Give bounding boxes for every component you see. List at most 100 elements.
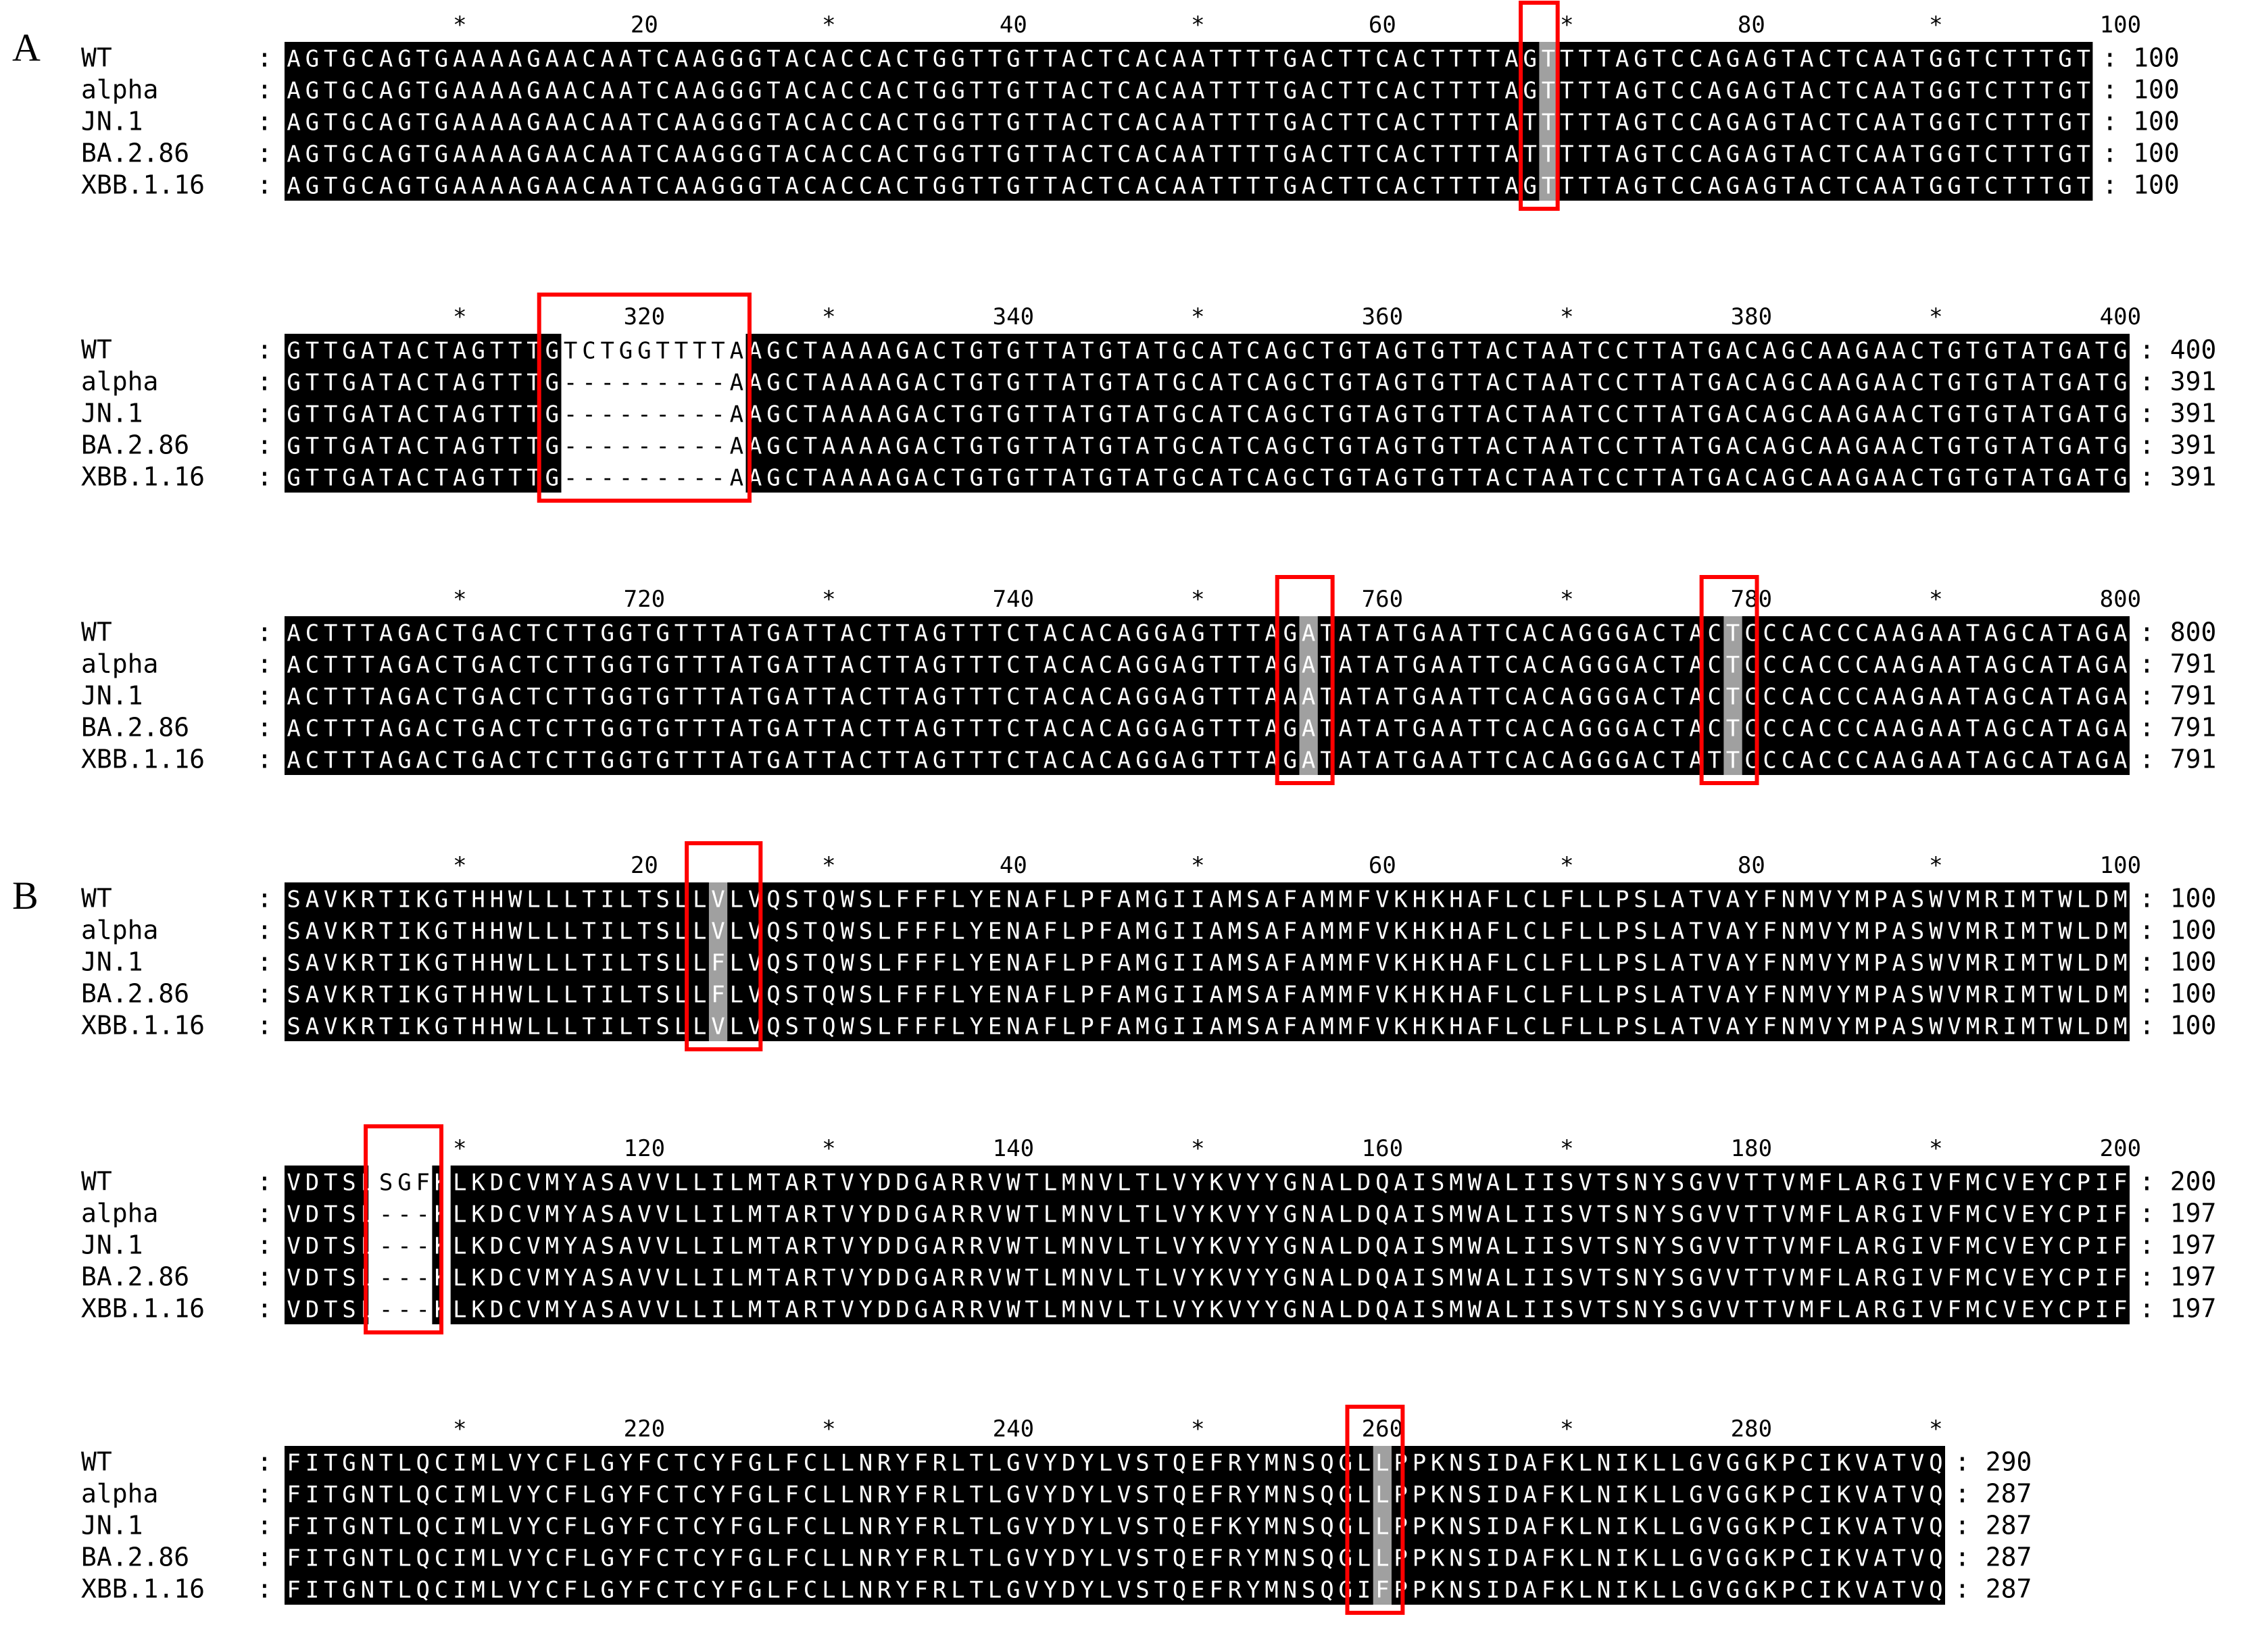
sequence-residue: H	[1449, 1013, 1463, 1041]
sequence-residue: A	[914, 652, 928, 679]
sequence-residue: T	[1044, 401, 1057, 428]
sequence-residue: I	[397, 1013, 411, 1041]
sequence-residue: A	[1615, 173, 1629, 200]
sequence-residue: L	[1578, 1577, 1592, 1604]
sequence-residue: A	[1302, 747, 1315, 774]
sequence-residue: L	[822, 1513, 835, 1541]
sequence-residue: A	[490, 173, 504, 200]
sequence-residue: N	[1006, 918, 1020, 945]
sequence-residue: T	[804, 401, 817, 428]
sequence-residue: N	[1597, 1513, 1611, 1541]
sequence-residue: C	[305, 684, 319, 711]
sequence-residue: A	[822, 370, 835, 397]
species-label: XBB.1.16	[81, 1011, 205, 1041]
sequence-residue: A	[397, 338, 411, 365]
sequence-residue: T	[1634, 465, 1647, 492]
sequence-residue: A	[877, 173, 891, 200]
sequence-residue: L	[840, 1450, 854, 1477]
sequence-residue: A	[1135, 465, 1149, 492]
sequence-residue: A	[1873, 652, 1887, 679]
sequence-residue: S	[785, 982, 799, 1009]
sequence-residue: L	[730, 1265, 743, 1292]
sequence-residue: D	[1062, 1450, 1075, 1477]
sequence-residue: A	[1523, 620, 1537, 647]
sequence-residue: C	[508, 1170, 522, 1197]
sequence-residue: T	[379, 918, 393, 945]
sequence-residue: C	[1006, 684, 1020, 711]
sequence-residue: G	[1283, 173, 1297, 200]
sequence-residue: L	[1339, 1297, 1352, 1324]
sequence-residue: S	[1560, 1201, 1573, 1228]
species-label: JN.1	[81, 399, 143, 428]
sequence-residue: A	[748, 370, 762, 397]
sequence-residue: Q	[416, 1513, 430, 1541]
sequence-residue: T	[1357, 684, 1371, 711]
sequence-residue: A	[545, 109, 559, 136]
sequence-residue: G	[1006, 78, 1020, 105]
sequence-residue: A	[1818, 370, 1832, 397]
sequence-residue: G	[933, 747, 946, 774]
sequence-residue: K	[1634, 1577, 1648, 1604]
sequence-residue: T	[1837, 141, 1850, 168]
ruler-tick-label: 740	[993, 586, 1034, 613]
sequence-residue: G	[1726, 78, 1740, 105]
sequence-residue: A	[379, 173, 393, 200]
sequence-residue: A	[1468, 950, 1481, 977]
sequence-residue: A	[1837, 338, 1850, 365]
sequence-residue: A	[1449, 747, 1463, 774]
sequence-residue: S	[601, 1170, 614, 1197]
sequence-residue: N	[361, 1577, 374, 1604]
sequence-residue: G	[601, 1545, 614, 1572]
sequence-residue: T	[1449, 370, 1463, 397]
sequence-residue: S	[1431, 1170, 1444, 1197]
sequence-residue: G	[951, 78, 964, 105]
sequence-residue: R	[970, 1170, 984, 1197]
sequence-residue: T	[1782, 78, 1795, 105]
sequence-residue: S	[785, 950, 799, 977]
sequence-residue: C	[508, 1297, 522, 1324]
sequence-residue: M	[1228, 886, 1242, 913]
sequence-residue: W	[1006, 1297, 1021, 1324]
sequence-residue: V	[637, 1297, 651, 1324]
sequence-residue: C	[1504, 465, 1518, 492]
sequence-residue: Y	[1191, 1170, 1204, 1197]
sequence-residue: W	[1468, 1170, 1482, 1197]
sequence-residue: T	[1652, 109, 1666, 136]
sequence-residue: K	[1431, 982, 1445, 1009]
sequence-residue: V	[1375, 918, 1389, 945]
sequence-residue: G	[2003, 716, 2016, 743]
sequence-residue: M	[748, 1201, 762, 1228]
sequence-residue: S	[1302, 1545, 1315, 1572]
sequence-residue: A	[545, 141, 559, 168]
sequence-residue: T	[1782, 141, 1795, 168]
sequence-residue: C	[1818, 141, 1832, 168]
sequence-residue: T	[1025, 1297, 1038, 1324]
sequence-residue: L	[1044, 1170, 1057, 1197]
sequence-residue: T	[601, 338, 614, 365]
sequence-residue: N	[1006, 950, 1020, 977]
sequence-residue: T	[582, 747, 595, 774]
sequence-residue: A	[1726, 433, 1740, 460]
sequence-residue: T	[988, 747, 1002, 774]
sequence-residue: A	[1080, 620, 1094, 647]
sequence-residue: A	[730, 620, 743, 647]
sequence-residue: T	[2003, 78, 2016, 105]
sequence-residue: T	[822, 620, 835, 647]
sequence-residue: V	[1173, 1170, 1186, 1197]
sequence-residue: C	[1117, 173, 1131, 200]
sequence-residue: T	[1413, 370, 1426, 397]
species-label: alpha	[81, 367, 158, 397]
sequence-residue: L	[1652, 1513, 1666, 1541]
sequence-residue: I	[601, 950, 614, 977]
sequence-residue: Y	[1080, 1450, 1094, 1477]
sequence-residue: F	[1044, 918, 1057, 945]
sequence-residue: L	[1837, 1233, 1850, 1260]
sequence-residue: G	[970, 433, 983, 460]
sequence-residue: G	[896, 465, 909, 492]
sequence-residue: T	[1044, 78, 1057, 105]
sequence-residue: F	[730, 1513, 743, 1541]
sequence-residue: F	[2113, 1233, 2127, 1260]
sequence-residue: T	[324, 370, 337, 397]
sequence-residue: M	[1062, 1297, 1075, 1324]
sequence-residue: T	[1228, 338, 1242, 365]
